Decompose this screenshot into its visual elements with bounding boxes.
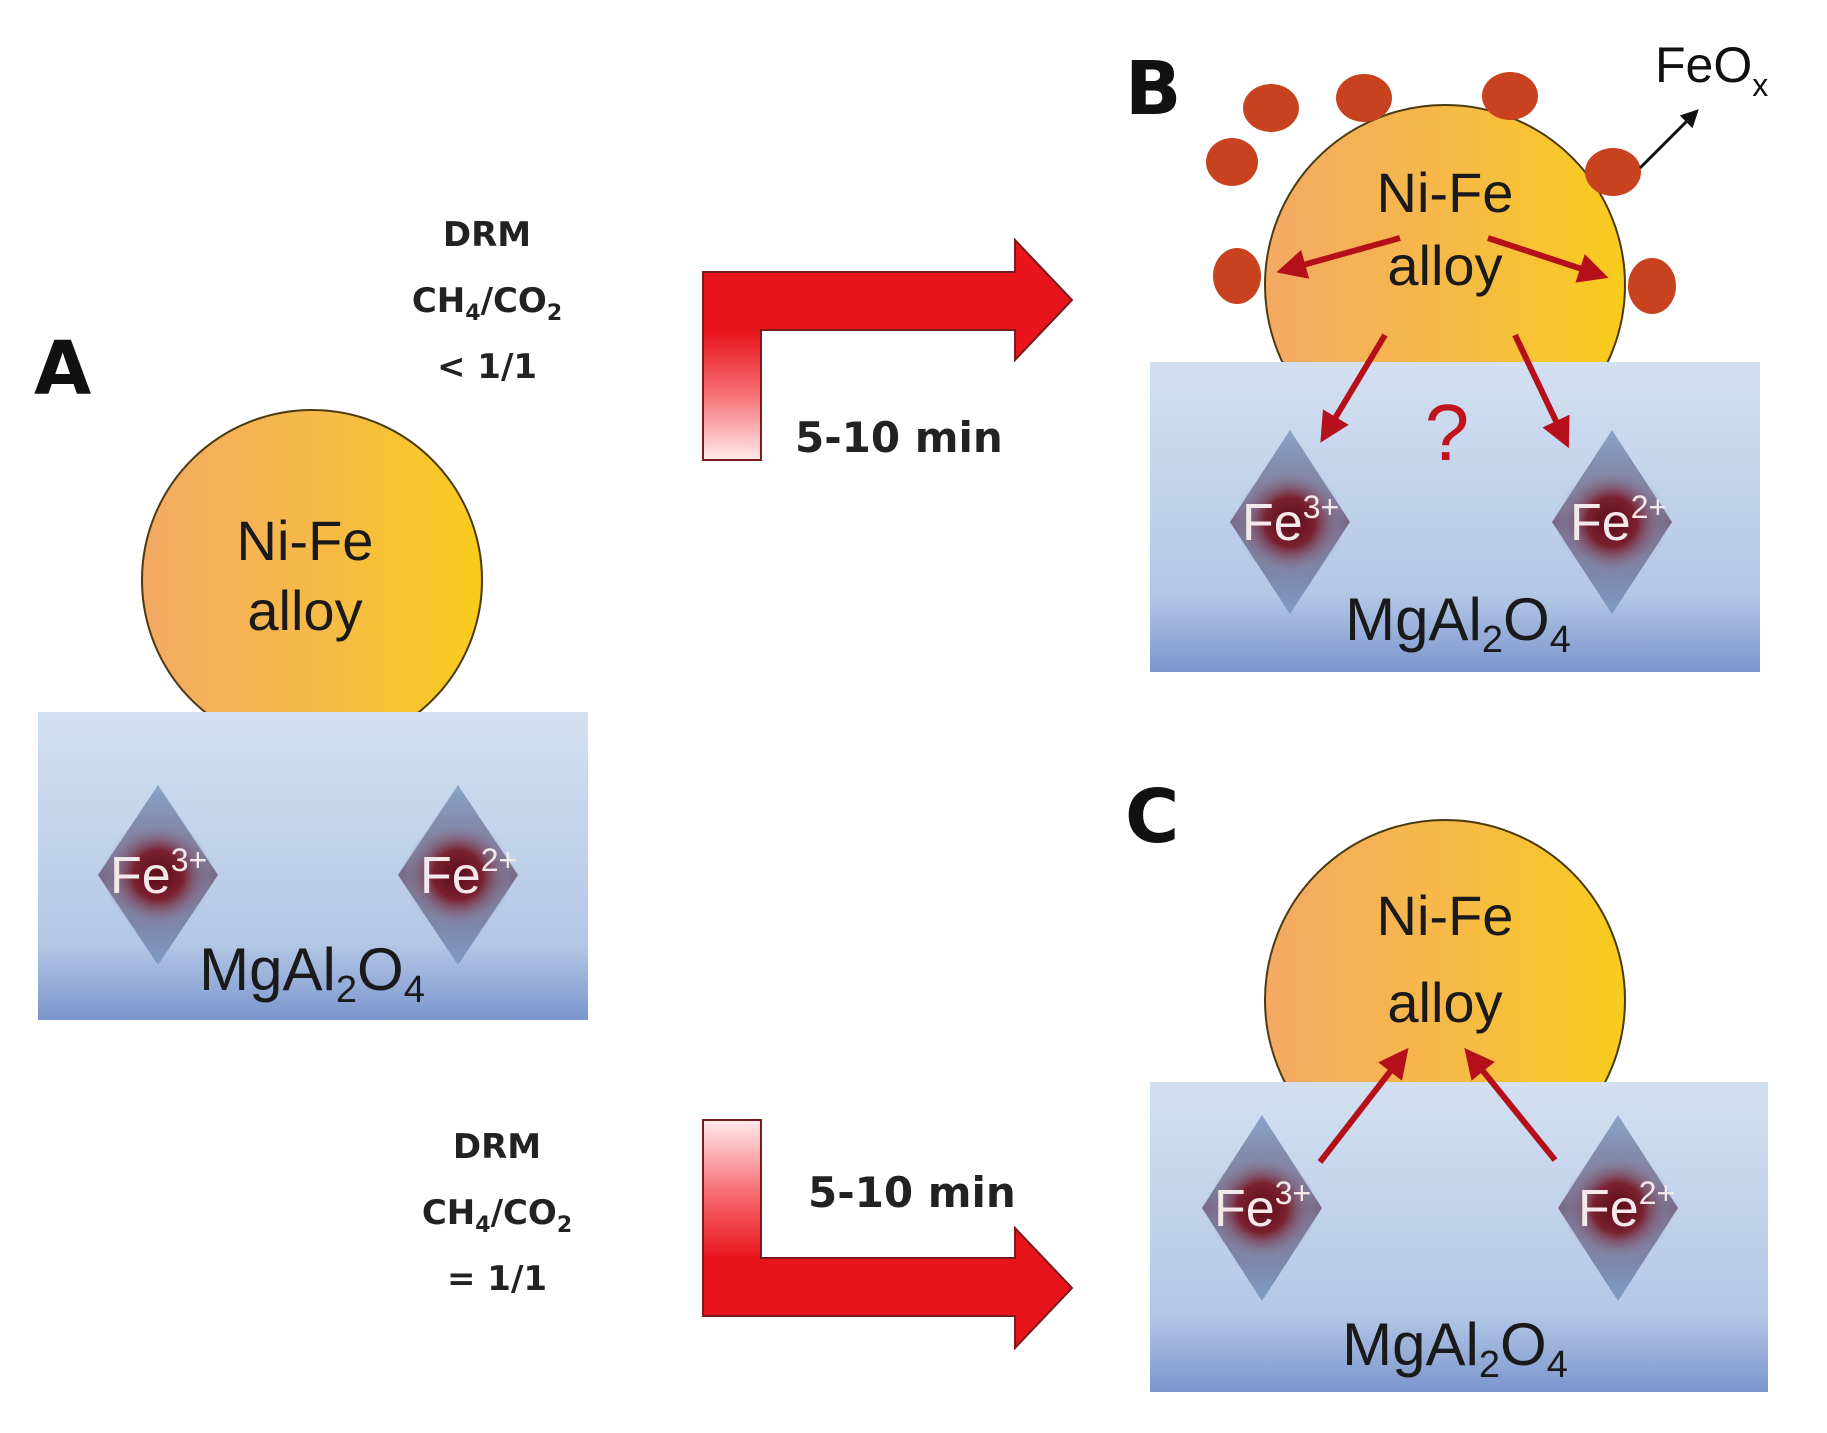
panel-c-support-label: MgAl2O4 bbox=[1342, 1311, 1568, 1386]
panel-a-ion-fe2-base: Fe bbox=[420, 847, 481, 905]
arrow-fe2-to-alloy bbox=[1464, 1048, 1558, 1162]
feox-particle bbox=[1482, 72, 1538, 120]
feox-particle bbox=[1585, 148, 1641, 196]
conditions-bottom: DRM CH4/CO2 = 1/1 5-10 min bbox=[422, 1127, 1016, 1299]
panel-a: A Ni-Fe alloy Fe3+ Fe2+ MgAl2O4 bbox=[34, 326, 588, 1020]
panel-b-alloy-label-1: Ni-Fe bbox=[1377, 161, 1514, 224]
panel-c-reintegration-arrows bbox=[1317, 1047, 1558, 1164]
conditions-bottom-time: 5-10 min bbox=[808, 1168, 1016, 1217]
panel-c-alloy-label-1: Ni-Fe bbox=[1377, 884, 1514, 947]
panel-c-letter: C bbox=[1125, 774, 1179, 860]
conditions-bottom-line3: = 1/1 bbox=[447, 1259, 547, 1299]
panel-b-support-label: MgAl2O4 bbox=[1345, 586, 1571, 661]
conditions-top-line1: DRM bbox=[443, 215, 531, 255]
panel-c-ion-fe2: Fe2+ bbox=[1558, 1115, 1678, 1301]
panel-b-ion-fe3: Fe3+ bbox=[1230, 430, 1350, 614]
panel-c-ion-fe3-charge: 3+ bbox=[1275, 1175, 1311, 1211]
panel-b-ion-fe3-charge: 3+ bbox=[1303, 489, 1339, 525]
panel-a-ion-fe3-charge: 3+ bbox=[171, 842, 207, 878]
panel-b-migration-arrows bbox=[1276, 235, 1609, 449]
svg-text:Fe3+: Fe3+ bbox=[110, 842, 207, 905]
panel-b-feox-particles bbox=[1206, 72, 1676, 314]
conditions-top: DRM CH4/CO2 < 1/1 5-10 min bbox=[412, 215, 1003, 462]
feox-particle bbox=[1206, 138, 1258, 186]
conditions-top-line2: CH4/CO2 bbox=[412, 281, 562, 326]
panel-c-alloy-label-2: alloy bbox=[1387, 971, 1502, 1034]
panel-a-support-label: MgAl2O4 bbox=[199, 936, 425, 1011]
panel-b-question-mark: ? bbox=[1425, 388, 1470, 477]
panel-c-ion-fe2-base: Fe bbox=[1578, 1180, 1639, 1238]
panel-c: C Ni-Fe alloy Fe3+ Fe2+ MgAl2O4 bbox=[1125, 774, 1768, 1392]
panel-a-alloy-label-2: alloy bbox=[247, 579, 362, 642]
panel-a-letter: A bbox=[34, 326, 91, 412]
feox-particle bbox=[1336, 74, 1392, 122]
panel-a-ion-fe2-charge: 2+ bbox=[481, 842, 517, 878]
panel-a-alloy-label-1: Ni-Fe bbox=[237, 509, 374, 572]
panel-b: B Ni-Fe alloy ? Fe3+ bbox=[1125, 37, 1768, 672]
panel-a-ion-fe3: Fe3+ bbox=[98, 785, 218, 965]
arrow-to-surface-right bbox=[1487, 235, 1609, 283]
panel-b-letter: B bbox=[1125, 46, 1181, 132]
arrow-to-surface-left bbox=[1276, 235, 1401, 279]
panel-c-ion-fe3-base: Fe bbox=[1214, 1180, 1275, 1238]
svg-text:Fe3+: Fe3+ bbox=[1214, 1175, 1311, 1238]
feox-label: FeOx bbox=[1655, 37, 1768, 103]
svg-text:Fe2+: Fe2+ bbox=[420, 842, 517, 905]
arrow-fe3-to-alloy bbox=[1317, 1047, 1409, 1164]
feox-particle bbox=[1213, 248, 1261, 304]
conditions-bottom-line1: DRM bbox=[453, 1127, 541, 1167]
panel-a-ion-fe2: Fe2+ bbox=[398, 785, 518, 965]
svg-text:Fe2+: Fe2+ bbox=[1578, 1175, 1675, 1238]
conditions-top-line3: < 1/1 bbox=[437, 347, 537, 387]
reaction-arrow-to-b bbox=[702, 237, 1074, 461]
svg-text:Fe3+: Fe3+ bbox=[1242, 489, 1339, 552]
conditions-bottom-line2: CH4/CO2 bbox=[422, 1193, 572, 1238]
conditions-top-time: 5-10 min bbox=[795, 413, 1003, 462]
feox-particle bbox=[1243, 84, 1299, 132]
feox-pointer-arrow bbox=[1638, 109, 1699, 170]
feox-particle bbox=[1628, 258, 1676, 314]
panel-b-ion-fe2: Fe2+ bbox=[1552, 430, 1672, 614]
panel-b-alloy-label-2: alloy bbox=[1387, 234, 1502, 297]
panel-a-ion-fe3-base: Fe bbox=[110, 847, 171, 905]
panel-c-ion-fe3: Fe3+ bbox=[1202, 1115, 1322, 1301]
panel-c-ion-fe2-charge: 2+ bbox=[1639, 1175, 1675, 1211]
panel-b-ion-fe3-base: Fe bbox=[1242, 494, 1303, 552]
panel-b-ion-fe2-charge: 2+ bbox=[1631, 489, 1667, 525]
arrow-to-support-left bbox=[1320, 333, 1388, 443]
arrow-to-support-right bbox=[1512, 333, 1570, 449]
svg-text:Fe2+: Fe2+ bbox=[1570, 489, 1667, 552]
panel-b-ion-fe2-base: Fe bbox=[1570, 494, 1631, 552]
reaction-arrow-to-c bbox=[702, 1119, 1074, 1351]
